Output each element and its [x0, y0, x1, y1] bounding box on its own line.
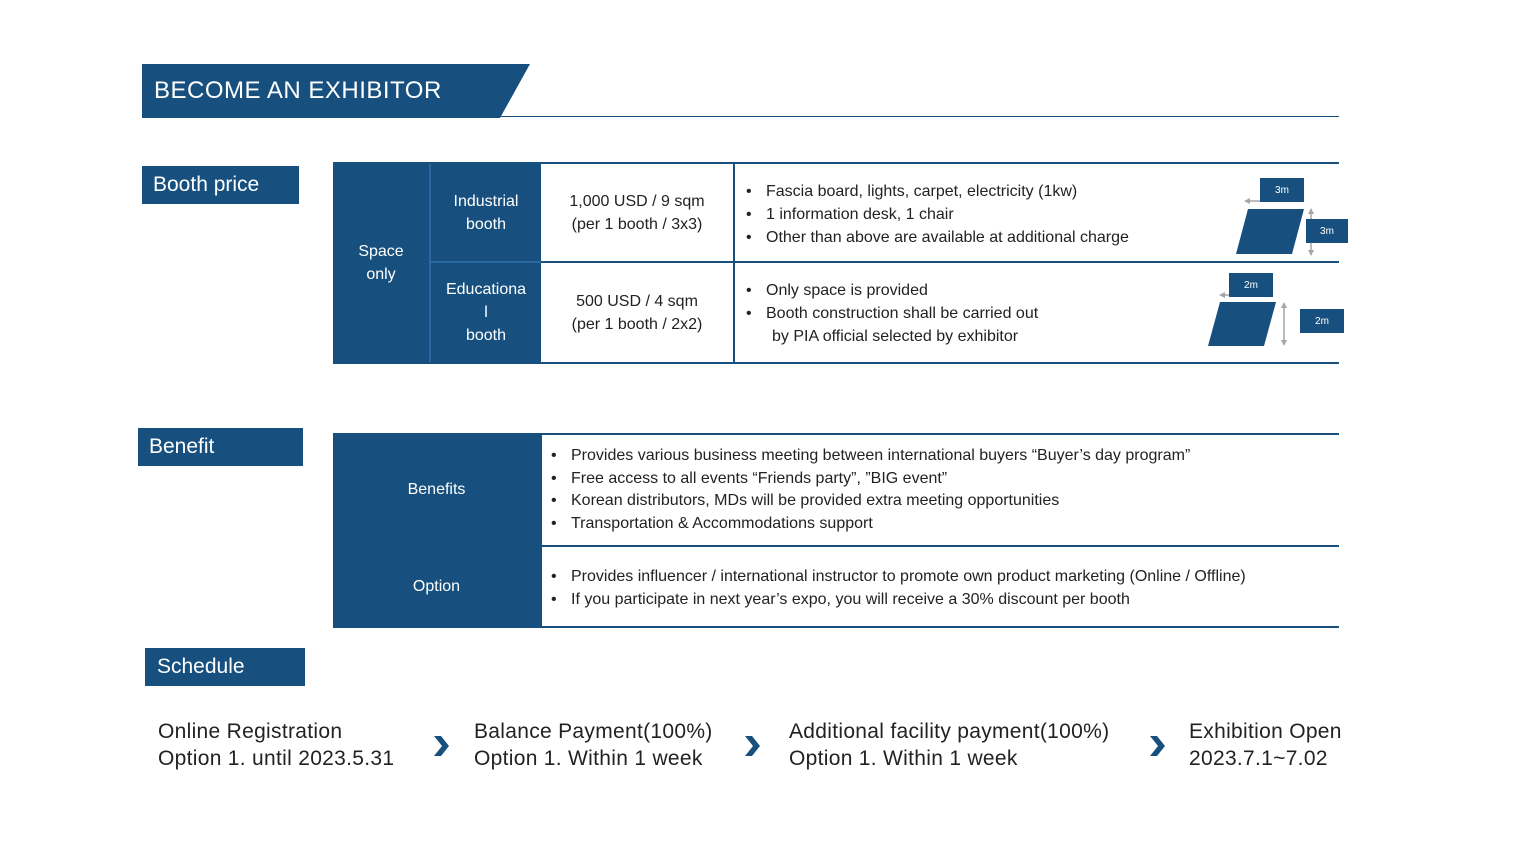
price-line: 1,000 USD / 9 sqm [569, 192, 705, 210]
educational-details-list: Only space is provided Booth constructio… [746, 279, 1038, 348]
booth-price-label: Booth price [142, 166, 299, 204]
space-only-label: Space only [358, 243, 404, 283]
benefits-row-label: Benefits [333, 435, 540, 545]
schedule-label: Schedule [145, 648, 305, 686]
booth-type-line: booth [465, 215, 507, 233]
schedule-step-detail: Option 1. Within 1 week [474, 747, 703, 770]
divider [733, 164, 735, 362]
schedule-step-detail: Option 1. until 2023.5.31 [158, 747, 395, 770]
price-line: (per 1 booth / 2x2) [571, 315, 703, 333]
booth-diagram-2x2: 2m 2m [1204, 272, 1349, 352]
row-label-text: Option [412, 577, 461, 595]
schedule-step-title: Online Registration [158, 720, 343, 743]
list-item: Other than above are available at additi… [746, 226, 1129, 249]
booth-type-line: booth [465, 327, 507, 344]
schedule-step: Additional facility payment(100%) Option… [789, 718, 1109, 772]
divider [431, 261, 541, 263]
title-underline [498, 116, 1339, 117]
price-line: 500 USD / 4 sqm [576, 292, 698, 310]
schedule-step-detail: 2023.7.1~7.02 [1189, 747, 1328, 770]
option-row-label: Option [333, 547, 540, 626]
price-cell-industrial: 1,000 USD / 9 sqm (per 1 booth / 3x3) [541, 164, 733, 261]
price-line: (per 1 booth / 3x3) [571, 215, 703, 233]
list-item: 1 information desk, 1 chair [746, 203, 1129, 226]
list-item: Provides influencer / international inst… [551, 565, 1246, 588]
benefit-label: Benefit [138, 428, 303, 466]
space-only-cell: Space only [333, 164, 429, 362]
list-item: Transportation & Accommodations support [551, 513, 1190, 536]
title-banner: BECOME AN EXHIBITOR [142, 64, 532, 118]
width-dimension-tag: 3m [1260, 178, 1304, 202]
width-dimension-tag: 2m [1229, 273, 1273, 297]
booth-type-cell-educational: Educationa l booth [431, 263, 541, 362]
chevron-right-icon [1150, 736, 1165, 756]
booth-diagram-3x3: 3m 3m [1230, 176, 1355, 260]
list-item: Korean distributors, MDs will be provide… [551, 490, 1190, 513]
option-list: Provides influencer / international inst… [551, 565, 1246, 611]
benefits-list: Provides various business meeting betwee… [551, 445, 1190, 536]
schedule-step: Online Registration Option 1. until 2023… [158, 718, 394, 772]
list-item-continuation: by PIA official selected by exhibitor [772, 328, 1019, 345]
title-banner-shape [142, 64, 530, 118]
booth-type-line: Educationa [445, 281, 527, 298]
booth-price-table: Space only Industrial booth Educationa l… [333, 162, 1339, 364]
divider [540, 435, 542, 626]
price-cell-educational: 500 USD / 4 sqm (per 1 booth / 2x2) [541, 263, 733, 362]
divider [541, 261, 1339, 263]
booth-type-cell-industrial: Industrial booth [431, 164, 541, 261]
schedule-step-title: Additional facility payment(100%) [789, 720, 1110, 743]
industrial-details-list: Fascia board, lights, carpet, electricit… [746, 180, 1129, 249]
page-title: BECOME AN EXHIBITOR [154, 77, 442, 104]
booth-type-line: Industrial [453, 192, 519, 210]
list-item: Booth construction shall be carried out [746, 302, 1038, 325]
benefit-table: Benefits Option Provides various busines… [333, 433, 1339, 628]
list-item: Provides various business meeting betwee… [551, 445, 1190, 468]
list-item: Free access to all events “Friends party… [551, 468, 1190, 491]
row-label-text: Benefits [407, 481, 466, 498]
list-item: Fascia board, lights, carpet, electricit… [746, 180, 1129, 203]
depth-dimension-tag: 3m [1306, 219, 1348, 243]
list-item: If you participate in next year’s expo, … [551, 588, 1246, 611]
divider [333, 545, 1339, 547]
schedule-step-title: Exhibition Open [1189, 720, 1342, 743]
chevron-right-icon [745, 736, 760, 756]
schedule-step-title: Balance Payment(100%) [474, 720, 713, 743]
schedule-step: Exhibition Open 2023.7.1~7.02 [1189, 718, 1342, 772]
schedule-step-detail: Option 1. Within 1 week [789, 747, 1018, 770]
chevron-right-icon [434, 736, 449, 756]
booth-type-line: l [484, 304, 488, 321]
divider [429, 164, 431, 362]
depth-dimension-tag: 2m [1300, 309, 1344, 333]
schedule-step: Balance Payment(100%) Option 1. Within 1… [474, 718, 713, 772]
list-item: Only space is provided [746, 279, 1038, 302]
